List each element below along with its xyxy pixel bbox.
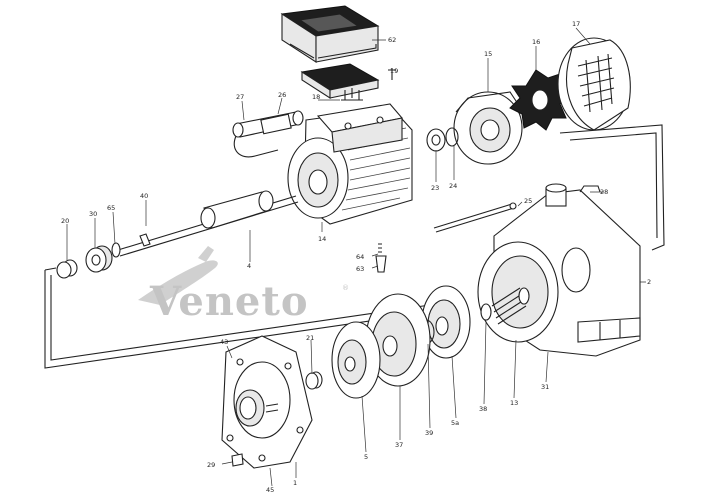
- part-label-62: 62: [388, 36, 396, 44]
- part-label-45: 45: [266, 486, 274, 494]
- part-label-16: 16: [532, 38, 540, 46]
- part-label-63: 63: [356, 265, 364, 273]
- shaft-bearings: [56, 242, 121, 279]
- fan-cover: [557, 37, 631, 131]
- watermark-registered-mark: ®: [342, 284, 349, 292]
- impeller-front-plate: [331, 321, 381, 399]
- part-label-19: 19: [390, 67, 398, 75]
- part-label-28: 28: [600, 188, 608, 196]
- part-label-13: 13: [510, 399, 518, 407]
- part-label-40: 40: [140, 192, 148, 200]
- assembly-frame-inner: [50, 132, 658, 361]
- part-label-65: 65: [107, 204, 115, 212]
- tie-rod: [433, 202, 517, 233]
- part-label-18: 18: [312, 93, 320, 101]
- part-label-2: 2: [647, 278, 651, 286]
- part-label-5a: 5a: [451, 419, 459, 427]
- pump-casing: [477, 183, 641, 357]
- part-label-25: 25: [524, 197, 532, 205]
- motor-housing: [287, 103, 413, 225]
- rotor-shaft: [117, 190, 299, 257]
- terminal-board: [300, 63, 396, 100]
- part-label-31: 31: [541, 383, 549, 391]
- part-label-37: 37: [395, 441, 403, 449]
- part-label-4: 4: [247, 262, 251, 270]
- part-label-20: 20: [61, 217, 69, 225]
- part-label-1: 1: [293, 479, 297, 487]
- mechanical-seal: [480, 287, 530, 325]
- part-label-29: 29: [207, 461, 215, 469]
- drain-plug: [231, 453, 244, 467]
- part-label-17: 17: [572, 20, 580, 28]
- part-label-43: 43: [220, 338, 228, 346]
- part-label-27: 27: [236, 93, 244, 101]
- part-label-64: 64: [356, 253, 364, 261]
- part-label-24: 24: [449, 182, 457, 190]
- part-label-39: 39: [425, 429, 433, 437]
- part-label-21: 21: [306, 334, 314, 342]
- part-label-38: 38: [479, 405, 487, 413]
- impeller-nut: [305, 371, 323, 390]
- part-label-15: 15: [484, 50, 492, 58]
- part-number-labels: 62 17 16 15 19 27 26 18 14 23 24 40 20 3…: [61, 20, 651, 494]
- rear-bearing: [426, 127, 459, 152]
- terminal-box-cover: [280, 5, 380, 64]
- capacitor: [232, 110, 304, 158]
- terminal-screws: [341, 88, 363, 101]
- part-label-30: 30: [89, 210, 97, 218]
- diffuser: [421, 285, 471, 359]
- motor-end-shield: [453, 91, 523, 165]
- watermark-brand: Veneto: [149, 278, 309, 325]
- part-label-23: 23: [431, 184, 439, 192]
- part-label-14: 14: [318, 235, 326, 243]
- pump-front-cover: [221, 335, 313, 469]
- assembly-frame: [44, 124, 665, 369]
- plug-and-spring: [375, 243, 387, 273]
- veneto-watermark: Veneto ®: [138, 246, 349, 325]
- cooling-fan: [509, 69, 571, 131]
- impeller: [365, 293, 431, 387]
- leader-lines: [66, 27, 646, 487]
- part-label-26: 26: [278, 91, 286, 99]
- part-label-5: 5: [364, 453, 368, 461]
